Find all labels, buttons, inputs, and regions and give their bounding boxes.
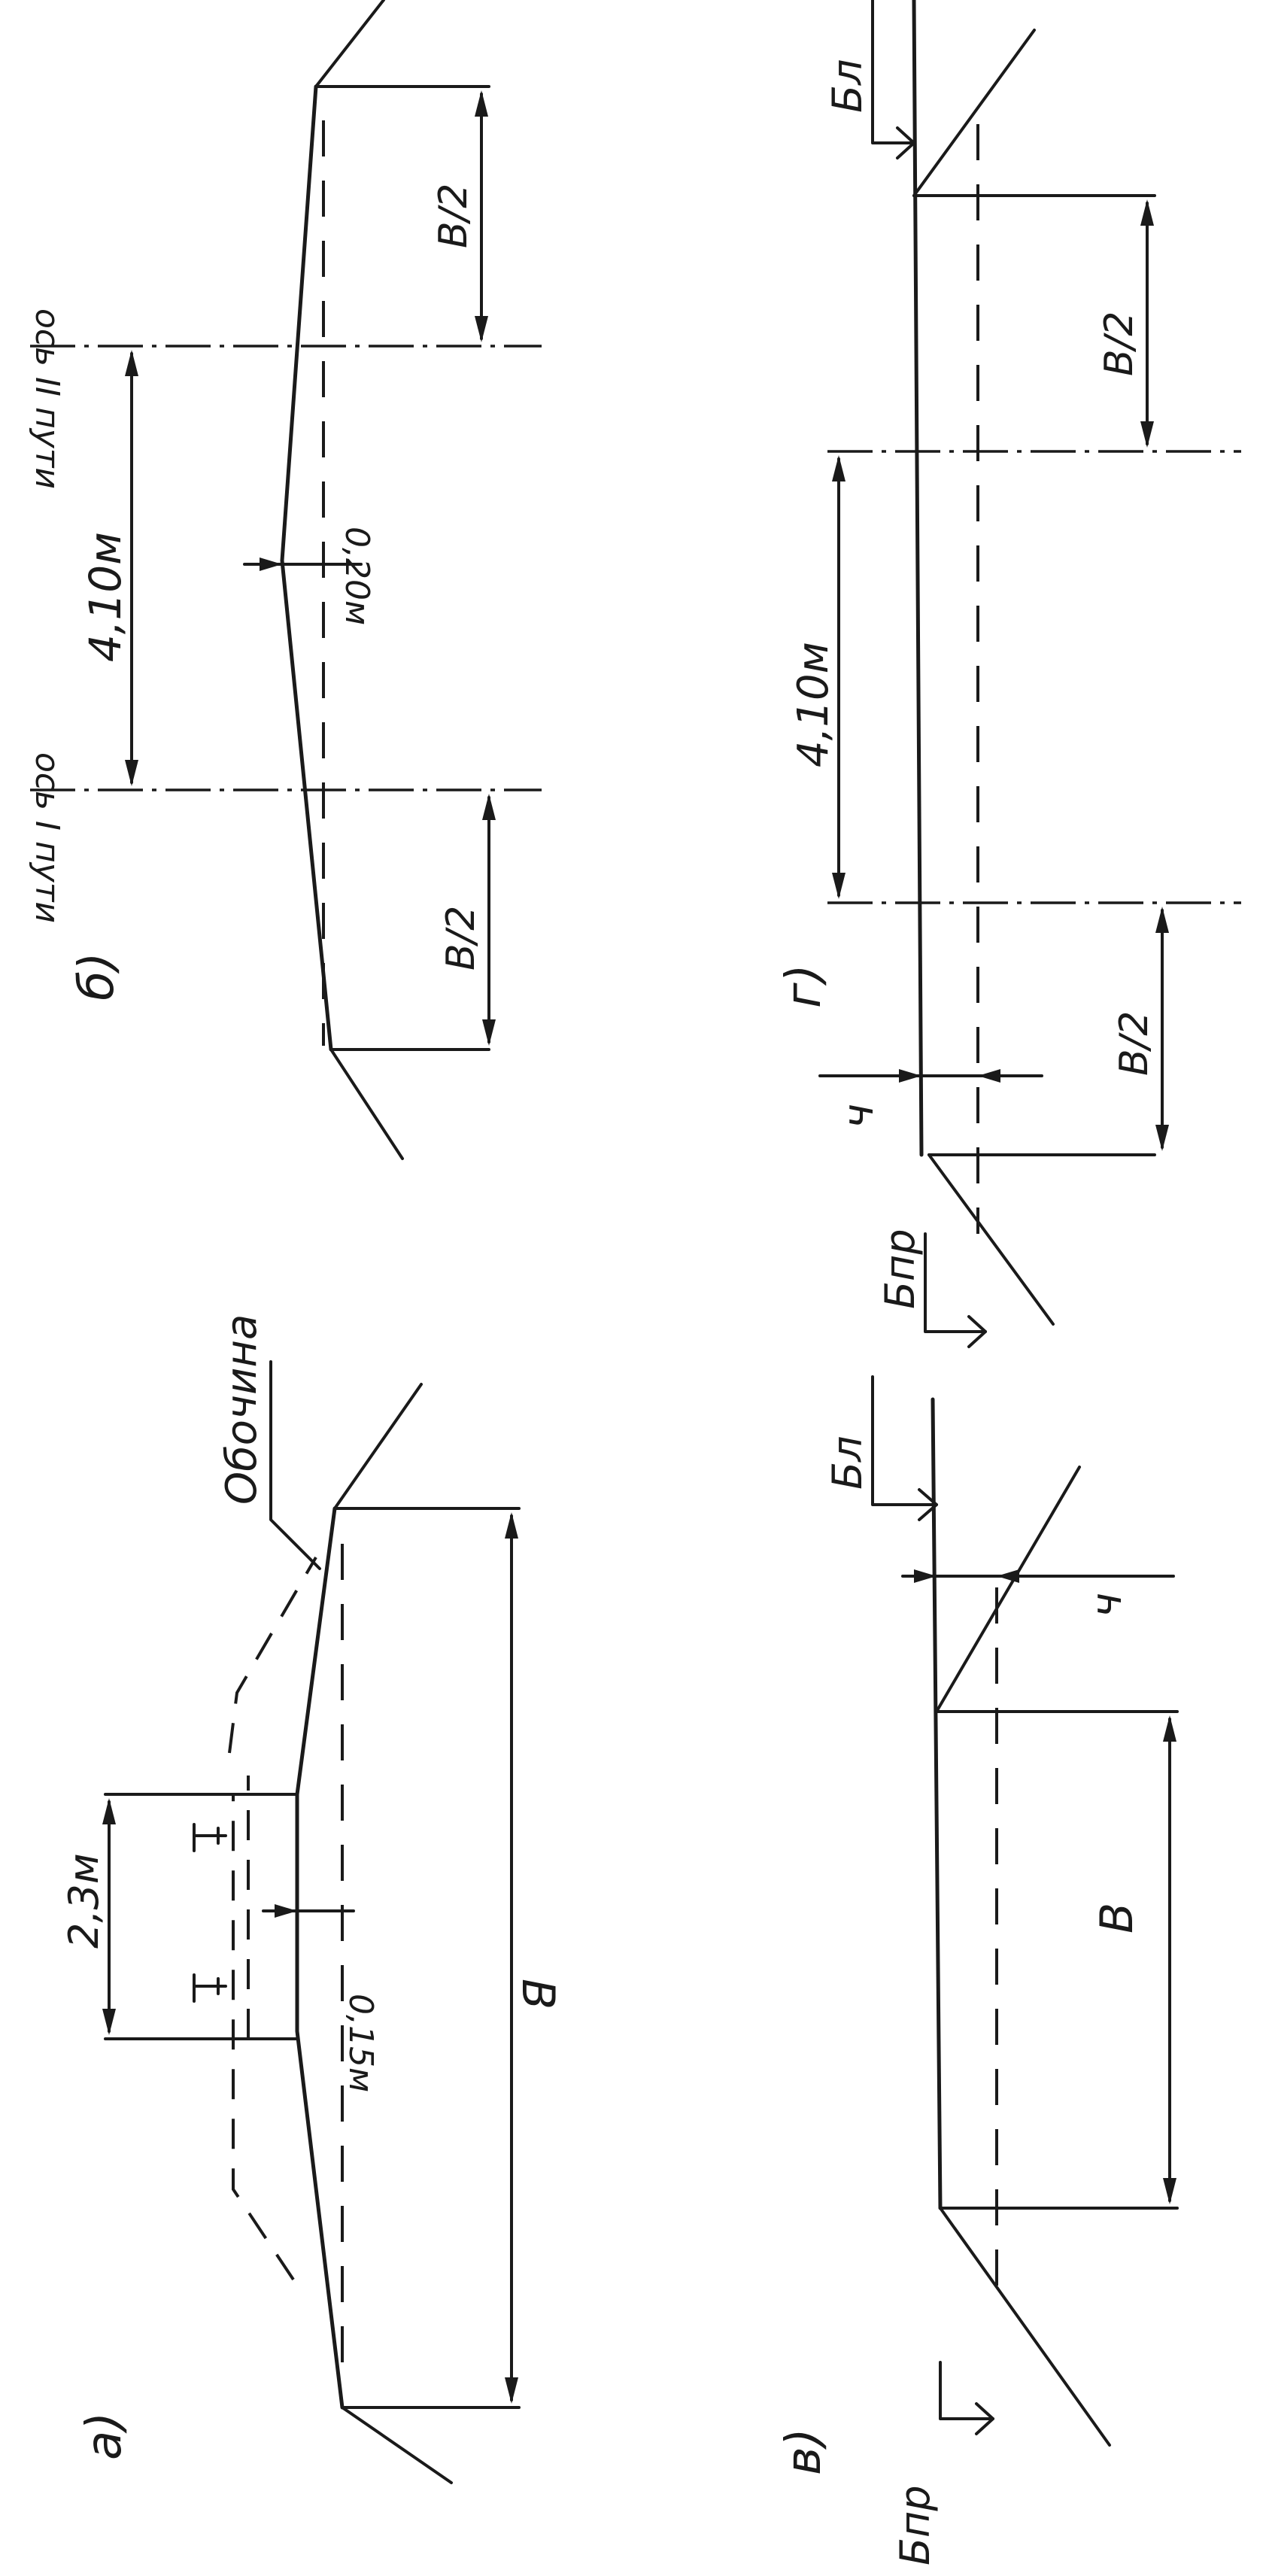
panel-b-crown-label: 0,20м [338, 527, 376, 625]
panel-g-label: г) [776, 964, 832, 1008]
panel-v-depth-label: ч [1082, 1593, 1131, 1618]
panel-b-right-slope [314, 0, 385, 88]
panel-v-width-arrow-b [1163, 2178, 1176, 2204]
panel-v-ditch-right-tick [918, 1488, 938, 1521]
panel-g-ditch-left-mark [924, 1232, 987, 1333]
panel-v-depth-arrow-b [997, 1569, 1019, 1583]
panel-b-half-left-label: В/2 [439, 906, 484, 971]
panel-b-half-left-arrow-a [482, 794, 496, 820]
panel-a-ballast-right [228, 1556, 317, 1754]
rail-icon [193, 1973, 227, 2003]
panel-g-half-left-arrow-a [1155, 907, 1169, 933]
panel-a-crown-arrow [275, 1904, 297, 1918]
panel-b-crown-arrow [260, 557, 282, 571]
panel-a-width-label: В [512, 1979, 564, 2009]
panel-a-right-slope [333, 1383, 423, 1510]
panel-a-crown-label: 0,15м [342, 1994, 380, 2092]
panel-g-top-surface [912, 0, 924, 1157]
panel-b-axis-track-1-label: ось I пути [28, 752, 66, 923]
panel-a-shoulder-label: Обочина [217, 1314, 266, 1505]
panel-g-ditch-left-label: Бпр [876, 1229, 924, 1309]
panel-b-spacing-arrow-top [125, 350, 138, 376]
rail-icon [193, 1823, 227, 1852]
panel-g-right-slope [912, 29, 1036, 197]
panel-g-half-left-arrow-b [1155, 1125, 1169, 1151]
panel-a-gauge-arrow-right [102, 1798, 116, 1824]
panel-g-half-left-label: В/2 [1112, 1011, 1157, 1076]
panel-v-right-slope [935, 1466, 1081, 1713]
panel-g-spacing-arrow-a [832, 455, 846, 481]
panel-a-width-arrow-right [505, 1512, 518, 1539]
panel-a-shoulder-leader [269, 1360, 321, 1570]
panel-g-depth-arrow-b [978, 1069, 1000, 1083]
panel-a-width-arrow-left [505, 2377, 518, 2404]
panel-g-half-right-arrow-b [1140, 421, 1154, 448]
panel-b-half-left-arrow-b [482, 1019, 496, 1046]
panel-a-ballast-left [232, 1794, 295, 2281]
panel-v: В ч Бл Бпр в) [776, 1375, 1179, 2565]
panel-a-label: a) [77, 2412, 132, 2460]
panel-v-label: в) [776, 2428, 832, 2475]
panel-g-spacing-arrow-b [832, 873, 846, 899]
panel-g-left-slope [927, 1153, 1055, 1326]
panel-v-ditch-left-label: Бпр [891, 2485, 939, 2565]
panel-a-left-slope [341, 2406, 453, 2484]
panel-b-crown-outline [280, 84, 333, 1052]
panel-v-width-label-text: В [1091, 1903, 1143, 1934]
panel-v-ditch-right-mark [871, 1375, 938, 1506]
panel-a-gauge-label: 2,3м [60, 1853, 108, 1949]
panel-b-half-right-label: В/2 [431, 184, 476, 248]
panel-g-ditch-left-tick [967, 1315, 987, 1348]
panel-g-spacing-label: 4,10м [789, 642, 838, 767]
panel-a-crown-outline [295, 1506, 345, 2410]
panel-a: 2,3м 0,15м В Обочина a) [60, 1314, 564, 2484]
panel-v-ditch-left-mark [939, 2361, 994, 2420]
panel-b-half-right-arrow-a [475, 90, 488, 117]
panel-g-ditch-right-tick [896, 126, 915, 159]
panel-v-top-surface [931, 1397, 943, 2210]
panel-b-axis-track-2-label: ось II пути [28, 308, 66, 489]
panel-g: 4,10м В/2 В/2 ч Бл Бпр г) [776, 0, 1241, 1348]
panel-b-left-slope [329, 1048, 404, 1160]
panel-v-ditch-left-tick [975, 2402, 994, 2435]
panel-b-spacing-arrow-bottom [125, 760, 138, 786]
panel-g-half-right-label: В/2 [1097, 311, 1142, 376]
panel-v-ditch-right-label: Бл [824, 1435, 871, 1490]
panel-b: ось II пути ось I пути 4,10м 0,20м В/2 В… [28, 0, 542, 1160]
panel-g-half-right-arrow-a [1140, 199, 1154, 226]
panel-b-spacing-label: 4,10м [80, 532, 131, 662]
panel-g-depth-label: ч [834, 1104, 883, 1129]
panel-v-left-slope [939, 2207, 1111, 2447]
panel-v-depth-arrow-a [914, 1569, 937, 1583]
panel-g-ditch-right-label: Бл [824, 59, 871, 113]
panel-g-ditch-right-mark [871, 0, 915, 144]
panel-v-width-arrow-a [1163, 1715, 1176, 1742]
panel-b-half-right-arrow-b [475, 316, 488, 342]
panel-b-label: б) [69, 952, 125, 1001]
panel-a-gauge-arrow-left [102, 2009, 116, 2035]
panel-g-depth-arrow-a [899, 1069, 921, 1083]
